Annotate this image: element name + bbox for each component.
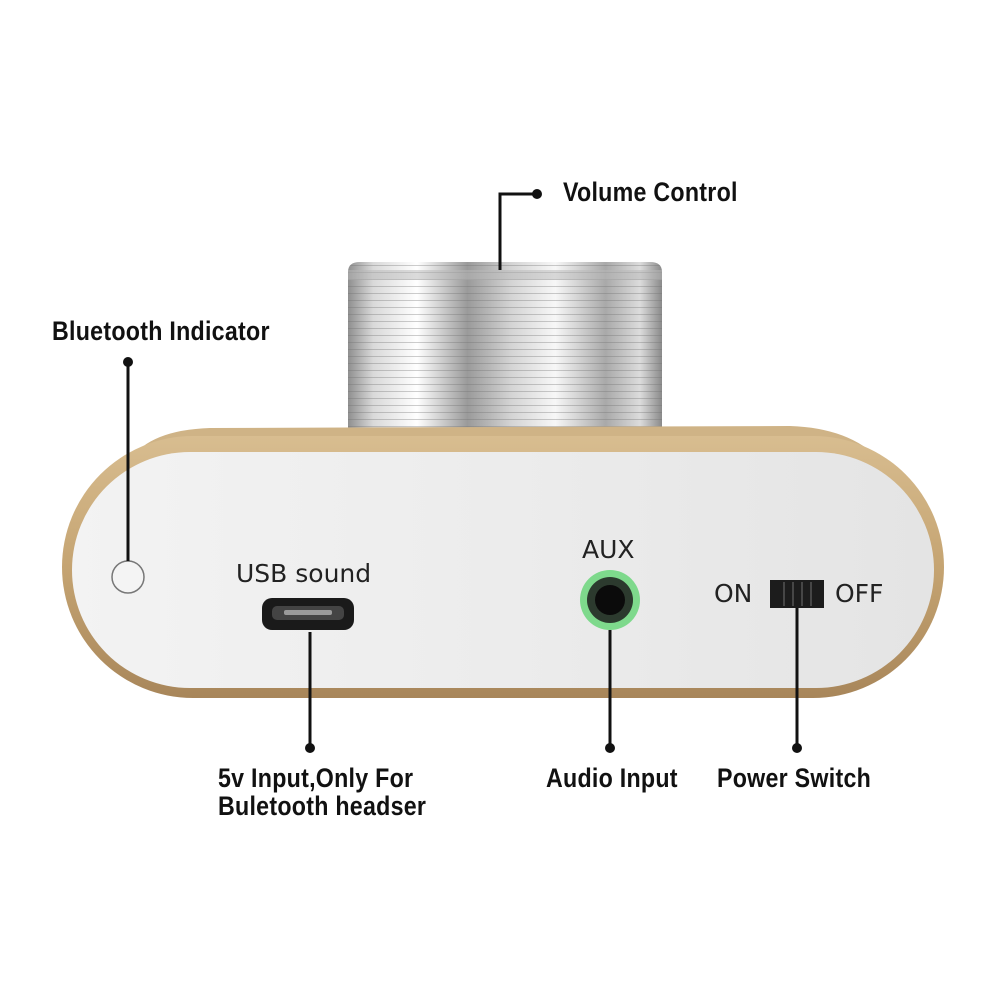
bluetooth-led-icon bbox=[111, 560, 145, 594]
volume-knob[interactable] bbox=[348, 262, 662, 440]
front-panel bbox=[72, 452, 934, 688]
usb-sound-label: USB sound bbox=[236, 559, 372, 588]
slide-switch-icon[interactable] bbox=[770, 580, 824, 608]
aux-label: AUX bbox=[582, 535, 635, 564]
usb-input-callout-line2: Buletooth headser bbox=[218, 791, 427, 821]
audio-jack-icon[interactable] bbox=[580, 570, 640, 630]
on-label: ON bbox=[714, 579, 753, 608]
leader-lines bbox=[126, 192, 799, 748]
volume-control-callout: Volume Control bbox=[563, 177, 738, 207]
off-label: OFF bbox=[835, 579, 884, 608]
audio-input-callout: Audio Input bbox=[546, 763, 678, 793]
power-switch-callout: Power Switch bbox=[717, 763, 872, 793]
leader-volume bbox=[498, 192, 537, 270]
bluetooth-indicator-callout: Bluetooth Indicator bbox=[52, 316, 270, 346]
micro-usb-port-icon[interactable] bbox=[262, 598, 354, 630]
usb-input-callout-line1: 5v Input,Only For bbox=[218, 763, 414, 793]
leader-dots bbox=[123, 189, 802, 753]
